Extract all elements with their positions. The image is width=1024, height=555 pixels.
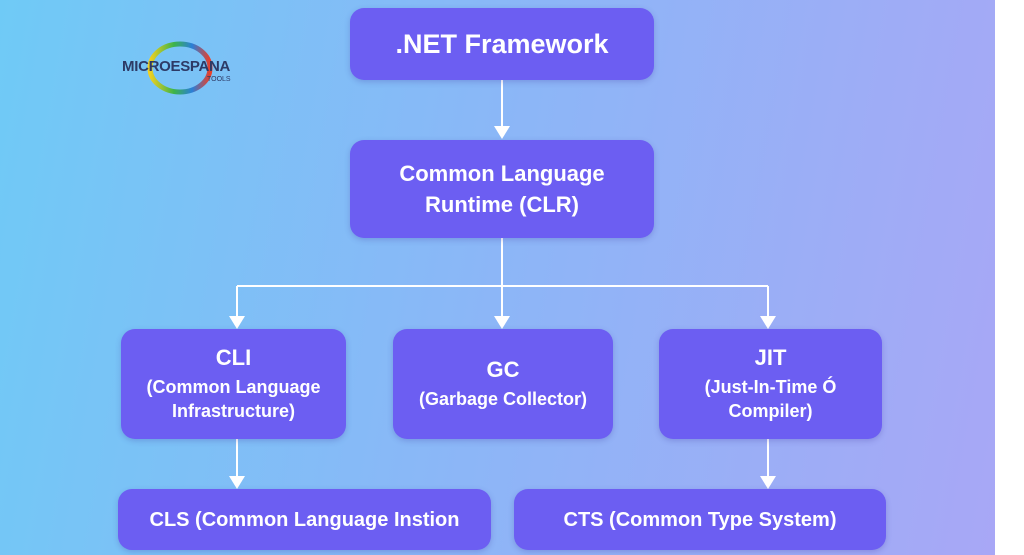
node-line: (Garbage Collector) [418, 389, 588, 409]
node-line: Compiler) [728, 401, 813, 421]
connectors [0, 0, 995, 555]
arrow-clr-children [229, 238, 776, 329]
node-cts[interactable]: CTS (Common Type System) [514, 489, 886, 550]
node-title: CLI [215, 345, 252, 370]
microespana-logo: MICROESPANA TOOLS [112, 40, 232, 96]
diagram-canvas: MICROESPANA TOOLS .NET Framework Common … [0, 0, 995, 555]
node-line: (Common Language [146, 377, 321, 397]
node-jit[interactable]: JIT (Just-In-Time Ó Compiler) [659, 329, 882, 439]
logo-subtext: TOOLS [207, 76, 231, 83]
node-title: .NET Framework [395, 28, 609, 59]
arrow-cli-cls [229, 439, 245, 489]
node-line: Infrastructure) [171, 401, 296, 421]
node-title: GC [486, 357, 520, 382]
logo-swirl-icon [147, 41, 213, 95]
node-net-framework[interactable]: .NET Framework [350, 8, 654, 80]
arrow-net-clr [494, 80, 510, 139]
node-line: (Just-In-Time Ó [704, 377, 837, 397]
node-line: Common Language [399, 161, 605, 186]
node-title: CLS (Common Language Instion [149, 508, 460, 531]
node-title: JIT [754, 345, 787, 370]
node-title: CTS (Common Type System) [563, 508, 837, 531]
node-gc[interactable]: GC (Garbage Collector) [393, 329, 613, 439]
node-cli[interactable]: CLI (Common Language Infrastructure) [121, 329, 346, 439]
node-line: Runtime (CLR) [425, 192, 579, 217]
node-clr[interactable]: Common Language Runtime (CLR) [350, 140, 654, 238]
arrow-jit-cts [760, 439, 776, 489]
node-cls[interactable]: CLS (Common Language Instion [118, 489, 491, 550]
logo-text: MICROESPANA [122, 58, 231, 75]
